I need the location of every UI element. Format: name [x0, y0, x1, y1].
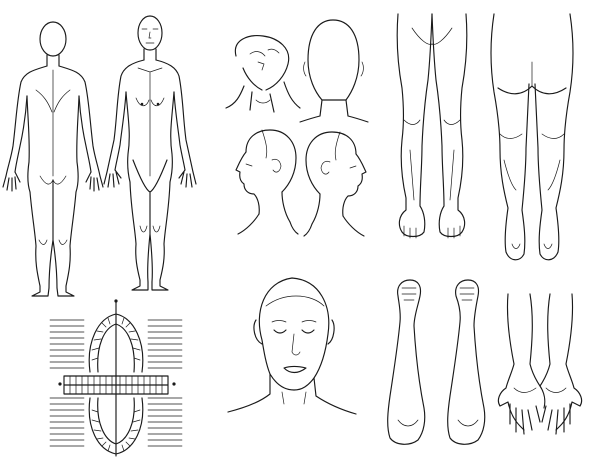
legs-front-view	[397, 14, 467, 238]
full-body-back-view	[3, 22, 103, 296]
arms-palms-view	[498, 294, 581, 434]
dental-chart-rules-left	[50, 320, 84, 446]
face-front-view	[228, 278, 356, 414]
head-left-profile	[236, 130, 298, 234]
head-chin-up-view	[226, 36, 300, 112]
dental-chart	[50, 299, 182, 456]
legs-back-view	[491, 14, 573, 260]
dental-chart-rules-right	[148, 320, 182, 446]
forearms-fist-view	[388, 280, 485, 444]
head-top-view	[300, 20, 368, 122]
full-body-front-view	[104, 16, 196, 290]
head-right-profile	[304, 132, 366, 236]
